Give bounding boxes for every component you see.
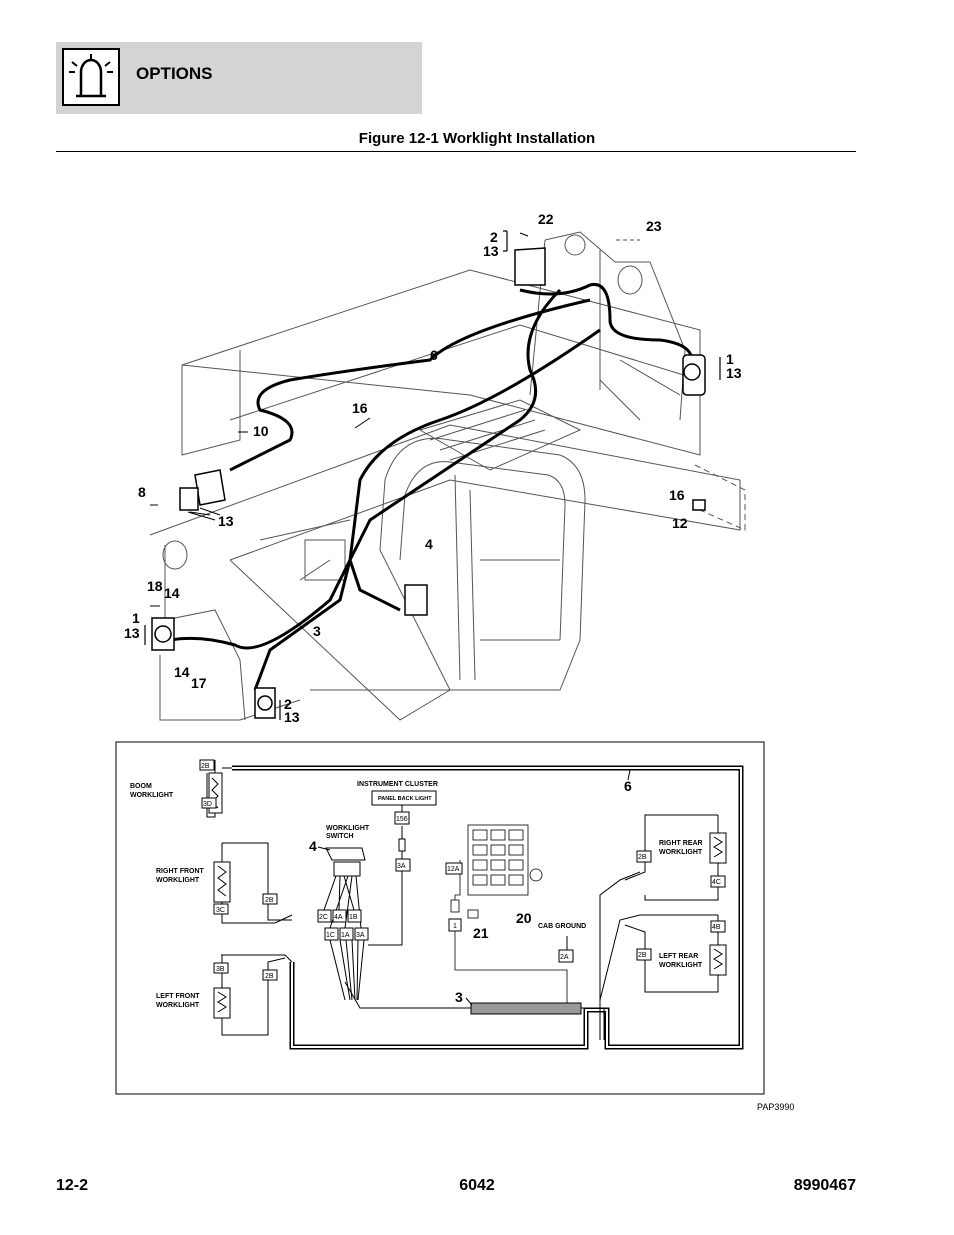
panel-back-light-label: PANEL BACK LIGHT [378, 796, 432, 802]
callout-8: 8 [138, 484, 146, 500]
callout-14: 14 [164, 585, 180, 601]
left-front-worklight-label: LEFT FRONT [156, 993, 200, 1000]
figure-title: Figure 12-1 Worklight Installation [358, 130, 596, 147]
schematic-callout-4: 4 [309, 838, 317, 854]
worklight-components [151, 247, 706, 719]
callout-4: 4 [425, 536, 433, 552]
callout-13: 13 [284, 709, 300, 725]
worklight-switch-symbol [323, 847, 471, 1009]
svg-text:2B: 2B [265, 897, 274, 904]
callout-14: 14 [174, 664, 190, 680]
worklight-icon [62, 48, 120, 106]
svg-text:3A: 3A [397, 863, 406, 870]
svg-text:3A: 3A [356, 932, 365, 939]
callout-2: 2 [284, 696, 292, 712]
svg-text:2B: 2B [638, 854, 647, 861]
callout-1: 1 [132, 610, 140, 626]
svg-text:12A: 12A [447, 866, 460, 873]
instrument-cluster-label: INSTRUMENT CLUSTER [357, 781, 438, 788]
svg-text:3D: 3D [203, 801, 212, 808]
svg-text:1: 1 [453, 923, 457, 930]
callout-16: 16 [352, 400, 368, 416]
left-rear-worklight-label: LEFT REAR [659, 953, 698, 960]
callout-6: 6 [430, 347, 438, 363]
svg-text:3B: 3B [216, 966, 225, 973]
right-front-worklight-label: WORKLIGHT [156, 877, 200, 884]
svg-text:4C: 4C [712, 879, 721, 886]
callout-10: 10 [253, 423, 269, 439]
callout-1: 1 [726, 351, 734, 367]
svg-text:1A: 1A [341, 932, 350, 939]
svg-text:2B: 2B [265, 973, 274, 980]
header-divider [56, 151, 856, 152]
svg-text:2C: 2C [319, 914, 328, 921]
callout-23: 23 [646, 218, 662, 234]
svg-text:4B: 4B [712, 924, 721, 931]
cab-ground-label: CAB GROUND [538, 923, 586, 930]
figure-code: PAP3990 [757, 1102, 794, 1112]
page-number: 12-2 [56, 1177, 89, 1194]
svg-text:4A: 4A [334, 914, 343, 921]
callout-13: 13 [124, 625, 140, 641]
wiring-harness [169, 282, 694, 691]
left-front-worklight-label: WORKLIGHT [156, 1002, 200, 1009]
svg-text:2B: 2B [638, 952, 647, 959]
schematic-callout-3: 3 [455, 989, 463, 1005]
right-rear-worklight-label: RIGHT REAR [659, 840, 703, 847]
callout-13: 13 [726, 365, 742, 381]
boom-worklight-label: WORKLIGHT [130, 792, 174, 799]
callout-22: 22 [538, 211, 554, 227]
boom-worklight-label: BOOM [130, 783, 152, 790]
svg-text:2A: 2A [560, 954, 569, 961]
schematic-callout-6: 6 [624, 778, 632, 794]
svg-text:1B: 1B [349, 914, 358, 921]
callout-3: 3 [313, 623, 321, 639]
callout-16: 16 [669, 487, 685, 503]
right-rear-worklight-symbol [624, 814, 727, 901]
callout-12: 12 [672, 515, 688, 531]
svg-text:156: 156 [396, 816, 408, 823]
schematic-callout-20: 20 [516, 910, 532, 926]
callout-13: 13 [218, 513, 234, 529]
callout-13: 13 [483, 243, 499, 259]
right-front-worklight-label: RIGHT FRONT [156, 868, 205, 875]
manual-number: 8990467 [793, 1177, 856, 1194]
fuse-relay-panel [450, 824, 568, 1003]
model-number: 6042 [459, 1177, 495, 1194]
right-rear-worklight-label: WORKLIGHT [659, 849, 703, 856]
callout-17: 17 [191, 675, 207, 691]
worklight-switch-label: SWITCH [326, 833, 354, 840]
worklight-switch-label: WORKLIGHT [326, 825, 370, 832]
svg-text:2B: 2B [201, 763, 210, 770]
schematic-callout-21: 21 [473, 925, 489, 941]
callout-18: 18 [147, 578, 163, 594]
left-front-worklight-symbol [213, 955, 286, 1036]
left-rear-worklight-label: WORKLIGHT [659, 962, 703, 969]
callout-2: 2 [490, 229, 498, 245]
section-title: OPTIONS [136, 64, 213, 83]
svg-text:3C: 3C [216, 907, 225, 914]
svg-text:1C: 1C [326, 932, 335, 939]
